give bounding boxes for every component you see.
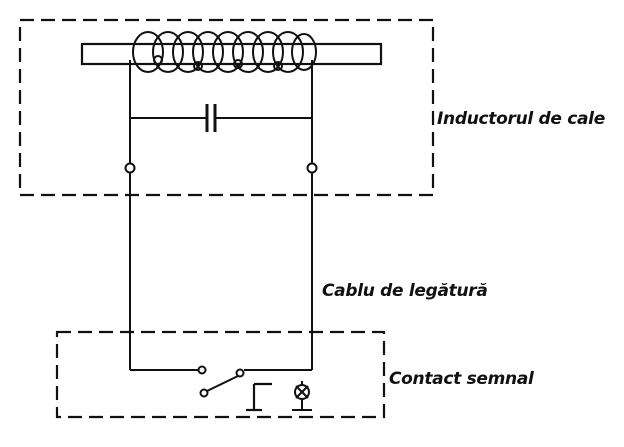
inductor-label: Inductorul de cale: [437, 109, 605, 129]
terminal-left: [124, 162, 136, 174]
signal-lamp-icon: [292, 381, 312, 411]
inductor-core: [80, 42, 383, 66]
terminal-right: [306, 162, 318, 174]
contact-label: Contact semnal: [389, 369, 534, 389]
capacitor: [130, 104, 312, 132]
cable-label: Cablu de legătură: [322, 281, 488, 301]
ground-contact-icon: [246, 382, 272, 412]
contact-enclosure: [55, 330, 386, 419]
coil-winding: [132, 31, 317, 73]
switch-icon: [197, 365, 245, 398]
